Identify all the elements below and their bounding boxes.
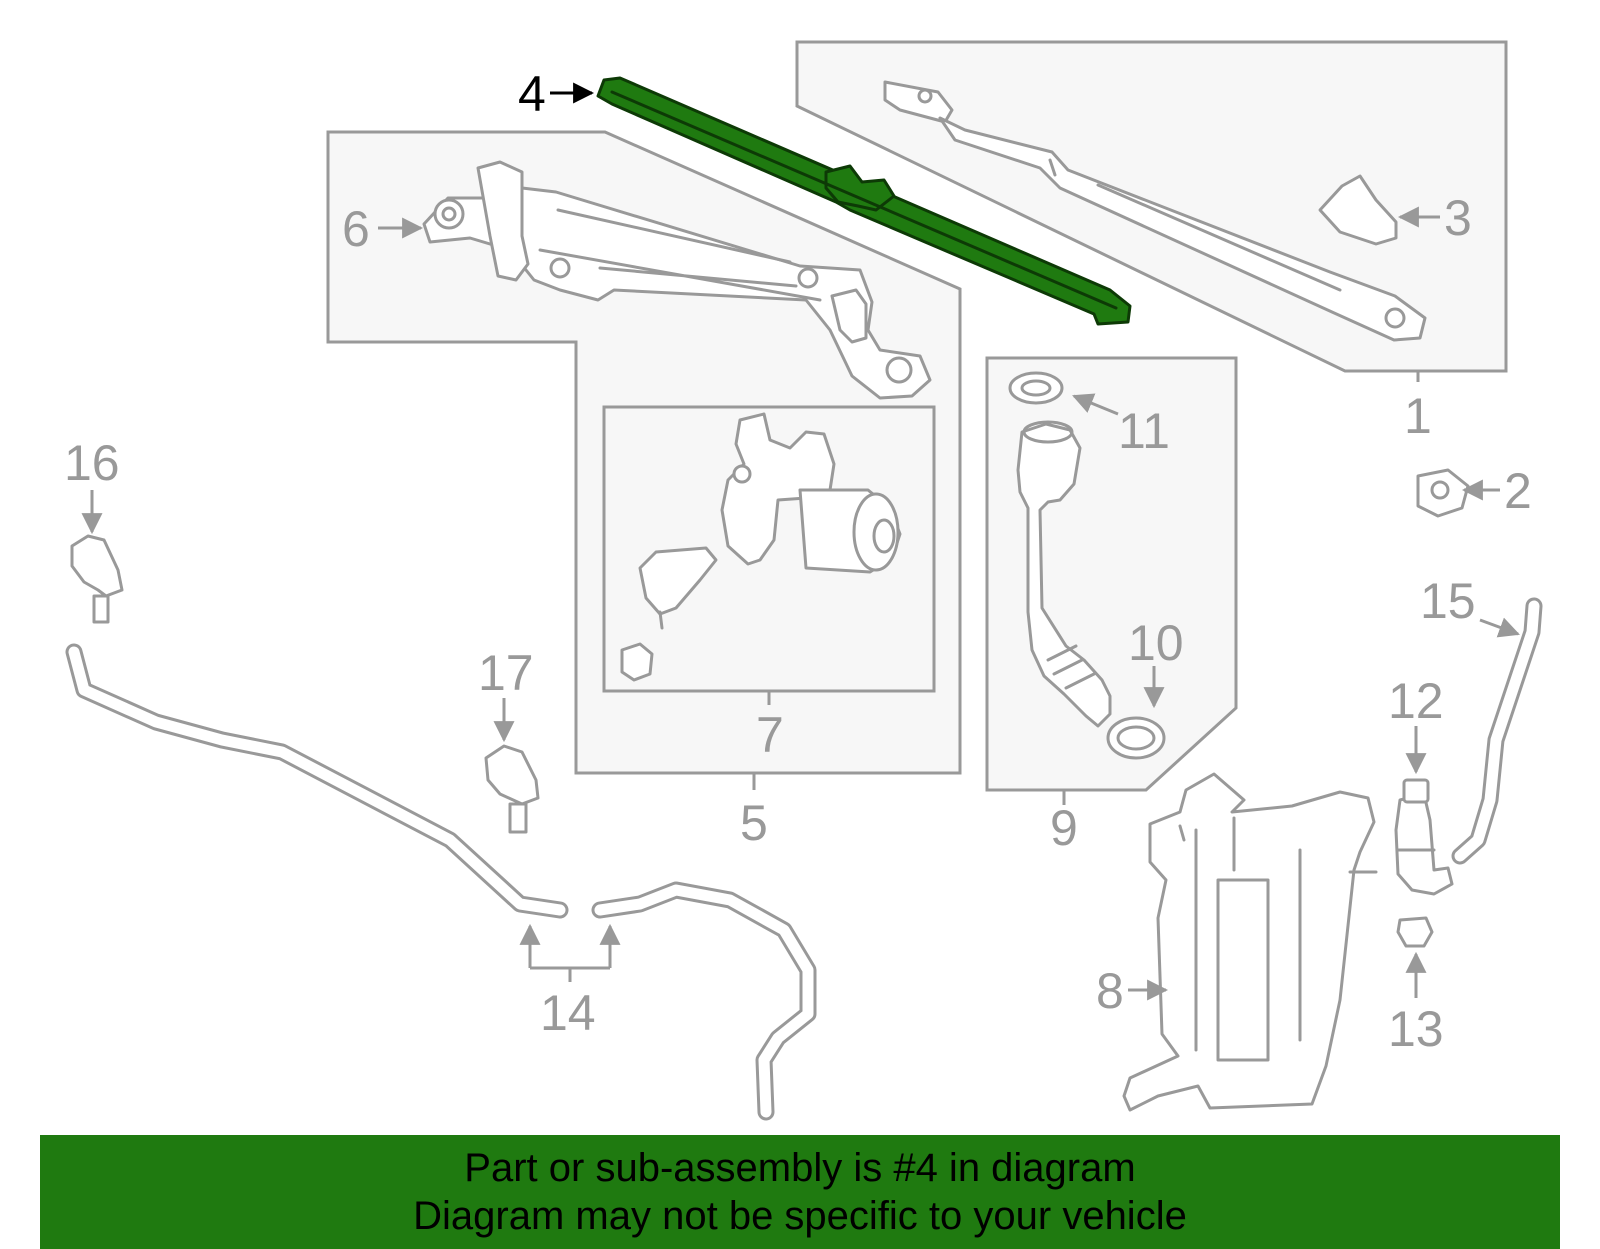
- washer-hose-part-14: [65, 643, 817, 1121]
- nozzle-part-17: [484, 744, 540, 834]
- callout-7: 7: [756, 707, 784, 763]
- callout-4: 4: [518, 66, 546, 122]
- highlighted-part-4: [596, 76, 1132, 326]
- callout-9: 9: [1050, 800, 1078, 856]
- callout-14: 14: [540, 985, 596, 1041]
- banner-line-part-number: Part or sub-assembly is #4 in diagram: [464, 1146, 1136, 1190]
- callout-6: 6: [342, 201, 370, 257]
- callout-12: 12: [1388, 673, 1444, 729]
- filler-neck-part: [1016, 420, 1112, 728]
- nut-part-2: [1416, 468, 1470, 518]
- washer-reservoir-part: [1122, 772, 1378, 1112]
- callout-17: 17: [478, 645, 534, 701]
- callout-8: 8: [1096, 963, 1124, 1019]
- nozzle-part-16: [70, 534, 124, 624]
- callout-16: 16: [64, 435, 120, 491]
- callout-2: 2: [1504, 463, 1532, 519]
- callout-11: 11: [1118, 403, 1170, 459]
- wiper-arm-part: [883, 80, 1427, 342]
- banner-line-disclaimer: Diagram may not be specific to your vehi…: [413, 1194, 1187, 1238]
- washer-pump-part: [1394, 778, 1454, 896]
- callout-10: 10: [1128, 615, 1184, 671]
- callout-5: 5: [740, 795, 768, 851]
- grommet-part-13: [1396, 916, 1434, 948]
- info-banner: Part or sub-assembly is #4 in diagram Di…: [40, 1135, 1560, 1249]
- callout-13: 13: [1388, 1001, 1444, 1057]
- washer-hose-part-15: [1451, 597, 1543, 865]
- wiper-motor-part: [620, 412, 902, 682]
- group-box-filler-9: [985, 356, 1238, 792]
- callout-1: 1: [1404, 388, 1432, 444]
- leader-11: [1072, 393, 1119, 416]
- wiper-linkage-part: [422, 160, 932, 400]
- cap-part-3: [1318, 174, 1398, 246]
- seal-part-11: [1008, 371, 1064, 405]
- callout-15: 15: [1420, 573, 1476, 629]
- callout-3: 3: [1444, 190, 1472, 246]
- leader-15: [1479, 617, 1520, 638]
- leader-14: [519, 923, 621, 982]
- o-ring-part-10: [1106, 716, 1166, 760]
